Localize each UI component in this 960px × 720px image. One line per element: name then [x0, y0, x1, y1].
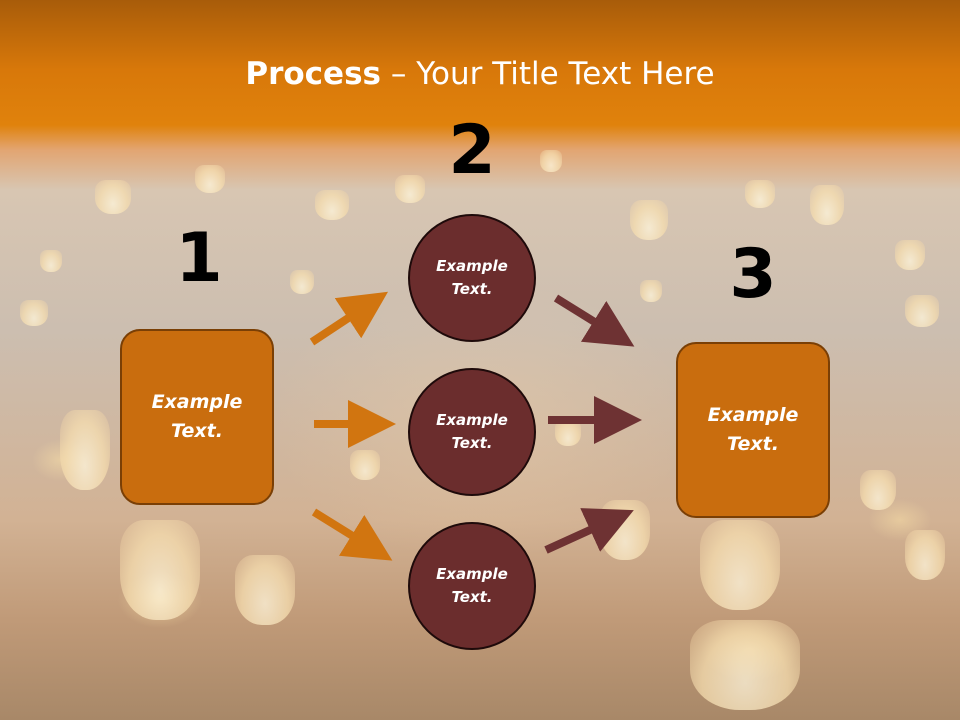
lantern-decoration [120, 520, 200, 620]
lantern-decoration [350, 450, 380, 480]
lantern-decoration [745, 180, 775, 208]
step-2-circle-middle: Example Text. [408, 368, 536, 496]
lantern-decoration [700, 520, 780, 610]
lantern-decoration [630, 200, 668, 240]
lantern-decoration [690, 620, 800, 710]
step-number-3: 3 [729, 235, 777, 314]
slide-title: Process – Your Title Text Here [0, 52, 960, 96]
lantern-decoration [315, 190, 349, 220]
lantern-decoration [555, 420, 581, 446]
step-number-2: 2 [448, 111, 496, 190]
arrow-from-circle-top [553, 294, 635, 347]
title-bold: Process [245, 56, 381, 92]
lantern-decoration [540, 150, 562, 172]
lantern-decoration [905, 295, 939, 327]
arrow-to-circle-bottom [311, 508, 393, 561]
lantern-decoration [395, 175, 425, 203]
lantern-decoration [60, 410, 110, 490]
lantern-decoration [895, 240, 925, 270]
step-1-box: Example Text. [120, 329, 274, 505]
lantern-decoration [810, 185, 844, 225]
step-3-box: Example Text. [676, 342, 830, 518]
lantern-decoration [905, 530, 945, 580]
step-2-circle-bottom: Example Text. [408, 522, 536, 650]
arrow-from-circle-bottom [544, 508, 634, 554]
lantern-decoration [40, 250, 62, 272]
lantern-decoration [860, 470, 896, 510]
title-rest: – Your Title Text Here [381, 56, 715, 92]
step-number-1: 1 [175, 219, 223, 298]
lantern-decoration [20, 300, 48, 326]
step-2-circle-top: Example Text. [408, 214, 536, 342]
lantern-decoration [640, 280, 662, 302]
lantern-decoration [95, 180, 131, 214]
lantern-decoration [195, 165, 225, 193]
lantern-decoration [290, 270, 314, 294]
arrow-to-circle-top [309, 291, 389, 346]
lantern-decoration [235, 555, 295, 625]
